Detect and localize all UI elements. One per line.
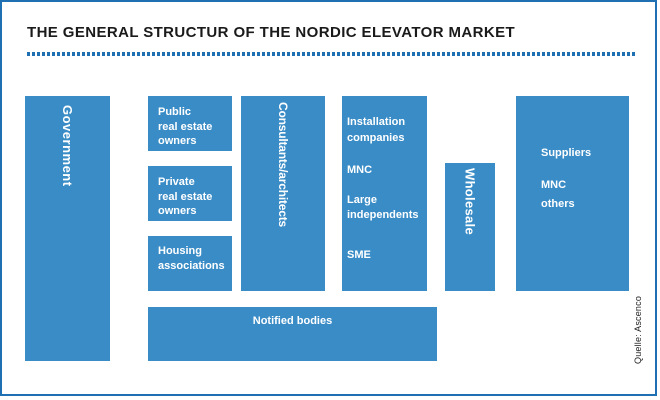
wholesale-label: Wholesale xyxy=(462,168,478,235)
box-private-real-estate-owners: Private real estate owners xyxy=(148,166,232,221)
public-owners-line: real estate xyxy=(158,120,213,133)
housing-associations-line: associations xyxy=(158,259,225,272)
installation-title-line: Installation xyxy=(347,116,406,128)
installation-item-sme: SME xyxy=(347,249,371,261)
installation-item-large-independents: Large independents xyxy=(347,194,419,221)
title-underline-dots xyxy=(27,52,637,56)
page-title: THE GENERAL STRUCTUR OF THE NORDIC ELEVA… xyxy=(27,24,516,41)
box-consultants-architects: Consultants/architects xyxy=(241,96,325,291)
installation-title-line: companies xyxy=(347,132,405,144)
consultants-label: Consultants/architects xyxy=(276,102,290,227)
housing-associations-line: Housing xyxy=(158,245,202,257)
box-government: Government xyxy=(25,96,110,361)
private-owners-line: real estate xyxy=(158,190,213,203)
box-installation-companies: Installation companies MNC Large indepen… xyxy=(342,96,427,291)
box-housing-associations: Housing associations xyxy=(148,236,232,291)
suppliers-item-mnc: MNC xyxy=(541,179,567,191)
private-owners-line: Private xyxy=(158,176,195,188)
public-owners-line: owners xyxy=(158,135,197,147)
private-owners-line: owners xyxy=(158,205,197,217)
government-label: Government xyxy=(60,105,75,187)
installation-item-mnc: MNC xyxy=(347,164,373,176)
box-public-real-estate-owners: Public real estate owners xyxy=(148,96,232,151)
box-notified-bodies: Notified bodies xyxy=(148,307,437,361)
source-credit: Quelle: Ascenco xyxy=(633,295,643,364)
public-owners-line: Public xyxy=(158,106,192,118)
suppliers-title: Suppliers xyxy=(541,147,592,159)
notified-bodies-label: Notified bodies xyxy=(252,315,333,327)
installation-companies-title: Installation companies xyxy=(347,114,405,146)
box-suppliers: Suppliers MNC others xyxy=(516,96,629,291)
suppliers-item-others: others xyxy=(541,198,575,210)
box-wholesale: Wholesale xyxy=(445,163,495,291)
